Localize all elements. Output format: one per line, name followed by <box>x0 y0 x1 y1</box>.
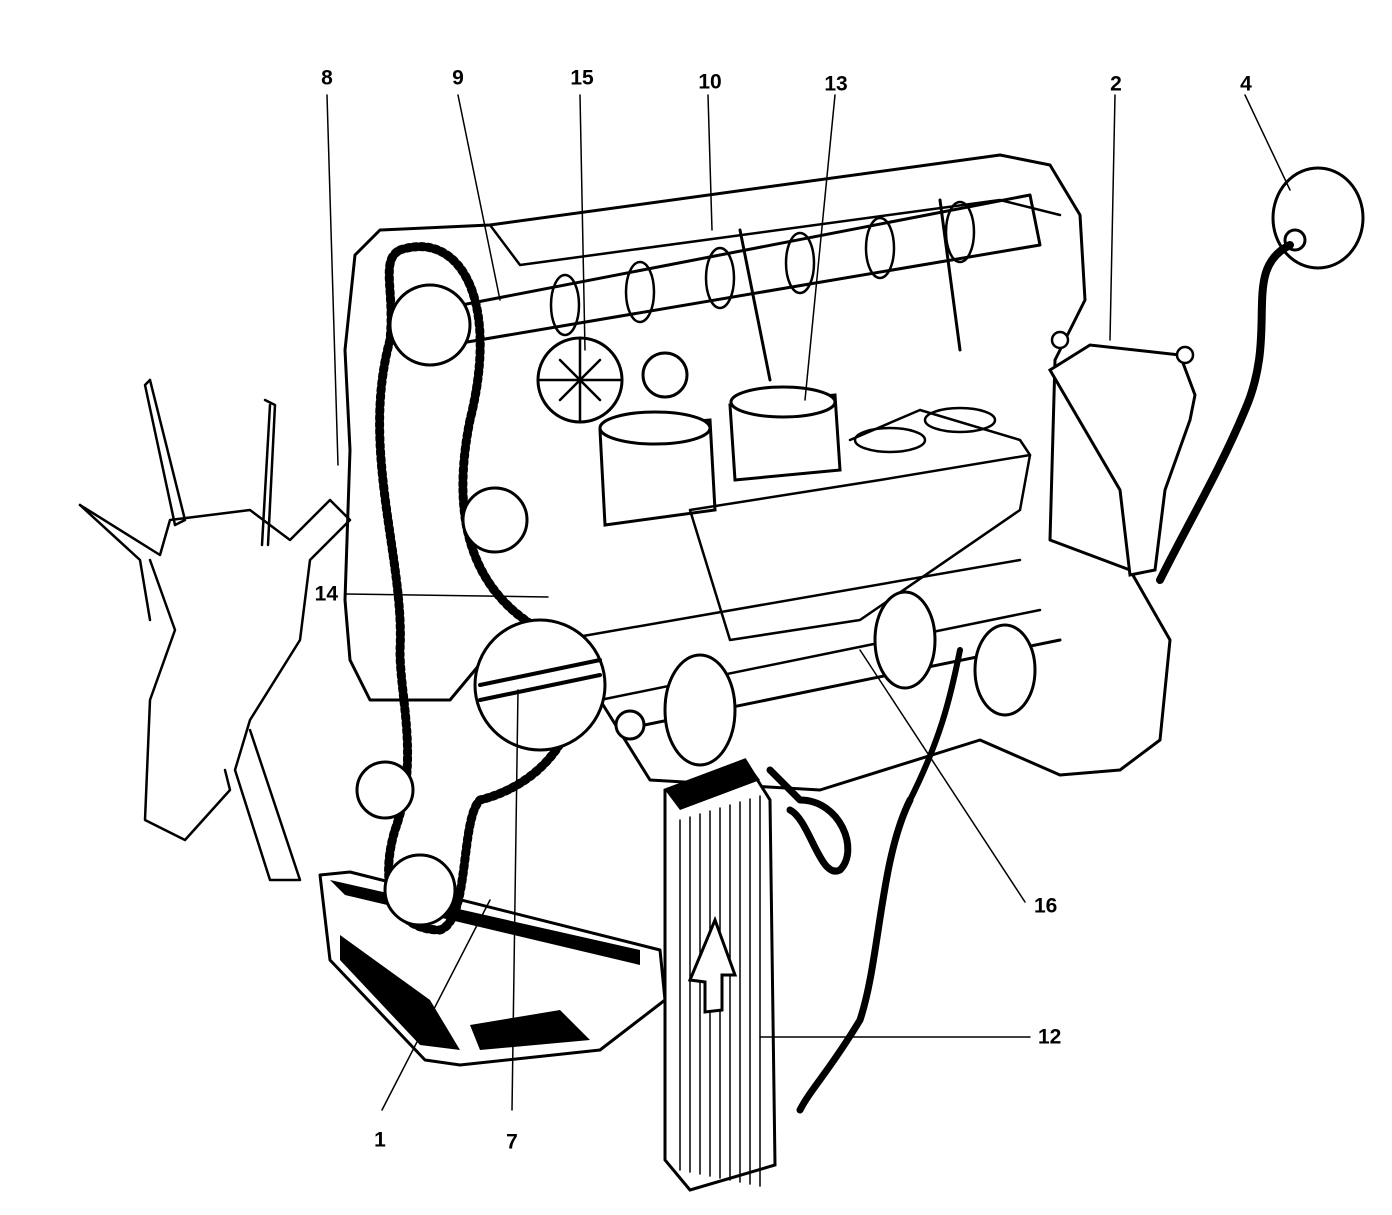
callout-8: 8 <box>321 66 333 90</box>
callout-2: 2 <box>1110 72 1122 96</box>
oil-filter-housing <box>1047 330 1197 577</box>
callout-4: 4 <box>1240 72 1252 96</box>
callout-9: 9 <box>452 66 464 90</box>
crankshaft <box>614 590 1062 767</box>
leader-lines <box>326 94 1291 1111</box>
callout-12: 12 <box>1038 1025 1062 1049</box>
callout-7: 7 <box>506 1130 518 1154</box>
callout-16: 16 <box>1034 894 1058 918</box>
callout-13: 13 <box>824 72 848 96</box>
callout-10: 10 <box>698 70 722 94</box>
oil-cooler <box>663 647 963 1192</box>
oil-pump-rotor <box>536 336 689 424</box>
callout-14: 14 <box>314 582 338 606</box>
callout-15: 15 <box>570 66 594 90</box>
pistons <box>598 385 1032 642</box>
oil-filler-cap <box>1156 166 1365 584</box>
cooling-fan <box>78 378 352 882</box>
timing-chain <box>355 242 607 935</box>
callout-1: 1 <box>374 1128 386 1152</box>
